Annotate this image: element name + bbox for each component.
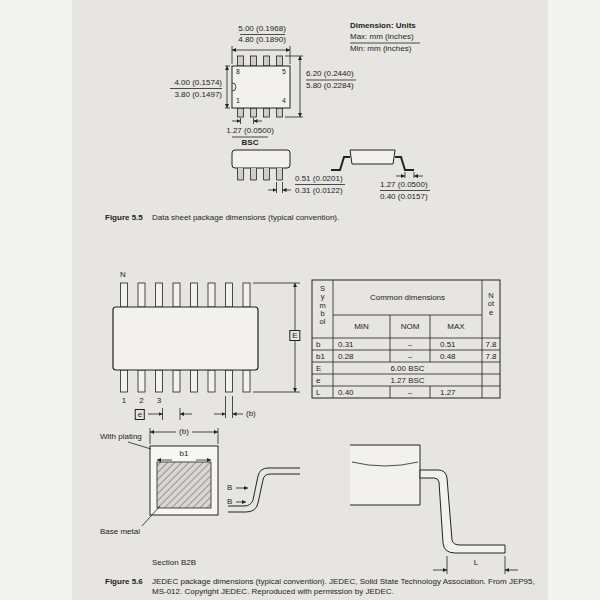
table-header: MAX bbox=[447, 322, 464, 332]
table-cell: – bbox=[408, 340, 412, 350]
dimension-symbol: E bbox=[289, 330, 300, 341]
figure-5-5 bbox=[170, 35, 430, 194]
table-cell: 7.8 bbox=[485, 340, 496, 350]
table-cell: 6.00 BSC bbox=[390, 364, 424, 374]
table-header: Symbol bbox=[319, 285, 327, 326]
figure-5-6 bbox=[113, 280, 518, 574]
dimension-symbol: b1 bbox=[180, 449, 189, 459]
table-cell: 0.51 bbox=[440, 340, 456, 350]
dimension-min: 5.80 (0.2284) bbox=[306, 81, 354, 91]
figure-number: Figure 5.6 bbox=[105, 577, 143, 587]
table-header: Common dimensions bbox=[370, 293, 445, 303]
pin-number: 1 bbox=[236, 97, 240, 105]
section-marker: B bbox=[227, 497, 232, 507]
table-cell: 0.40 bbox=[338, 388, 354, 398]
units-max: Max: mm (inches) bbox=[350, 32, 414, 42]
figure-caption: JEDEC package dimensions (typical conven… bbox=[152, 577, 540, 597]
units-heading: Dimension: Units bbox=[350, 21, 416, 31]
dimension-max: 1.27 (0.0500) bbox=[380, 180, 428, 190]
table-header: MIN bbox=[354, 322, 369, 332]
dimension-max: 0.51 (0.0201) bbox=[295, 174, 343, 184]
pin-number: 4 bbox=[282, 97, 286, 105]
table-cell: – bbox=[408, 388, 412, 398]
dimension-symbol: (b) bbox=[246, 409, 256, 419]
dimension-max: 4.00 (0.1574) bbox=[174, 78, 222, 88]
dimension-symbol: (b) bbox=[179, 427, 189, 437]
dimension-min: 0.40 (0.0157) bbox=[380, 192, 428, 202]
pin-number: 2 bbox=[139, 396, 143, 406]
callout-label: Base metal bbox=[100, 527, 140, 537]
figure-number: Figure 5.5 bbox=[105, 213, 143, 223]
table-cell: 0.48 bbox=[440, 352, 456, 362]
units-min: Min: mm (inches) bbox=[350, 44, 411, 54]
table-cell: L bbox=[316, 388, 320, 398]
table-header: Note bbox=[487, 292, 495, 317]
dimension-min: 0.31 (0.0122) bbox=[295, 186, 343, 196]
section-title: Section B2B bbox=[152, 558, 196, 568]
table-cell: 1.27 BSC bbox=[390, 376, 424, 386]
table-cell: 0.31 bbox=[338, 340, 354, 350]
table-cell: 1.27 bbox=[440, 388, 456, 398]
pin-number: 1 bbox=[122, 396, 126, 406]
table-cell: e bbox=[316, 376, 320, 386]
pin-number: 5 bbox=[282, 68, 286, 76]
pin-number: 8 bbox=[236, 68, 240, 76]
callout-label: With plating bbox=[100, 432, 142, 442]
book-page bbox=[72, 0, 548, 600]
table-header: NOM bbox=[401, 322, 420, 332]
dimension-symbol: e bbox=[135, 409, 145, 420]
table-cell: 7.8 bbox=[485, 352, 496, 362]
pin-number: 3 bbox=[157, 396, 161, 406]
dimension-min: 3.80 (0.1497) bbox=[174, 90, 222, 100]
table-cell: – bbox=[408, 352, 412, 362]
dimension-max: 5.00 (0.1968) bbox=[238, 24, 286, 34]
table-cell: 0.28 bbox=[338, 352, 354, 362]
dimension-label: 1.27 (0.0500) bbox=[226, 126, 274, 136]
dimension-min: 4.80 (0.1890) bbox=[238, 35, 286, 45]
table-cell: E bbox=[316, 364, 321, 374]
dimension-max: 6.20 (0.2440) bbox=[306, 69, 354, 79]
dimension-note: BSC bbox=[242, 138, 259, 148]
dimension-symbol: L bbox=[474, 558, 478, 568]
table-cell: b bbox=[316, 340, 320, 350]
section-marker: B bbox=[227, 483, 232, 493]
pin-label: N bbox=[120, 270, 126, 280]
figure-caption: Data sheet package dimensions (typical c… bbox=[152, 213, 339, 223]
table-cell: b1 bbox=[316, 352, 325, 362]
